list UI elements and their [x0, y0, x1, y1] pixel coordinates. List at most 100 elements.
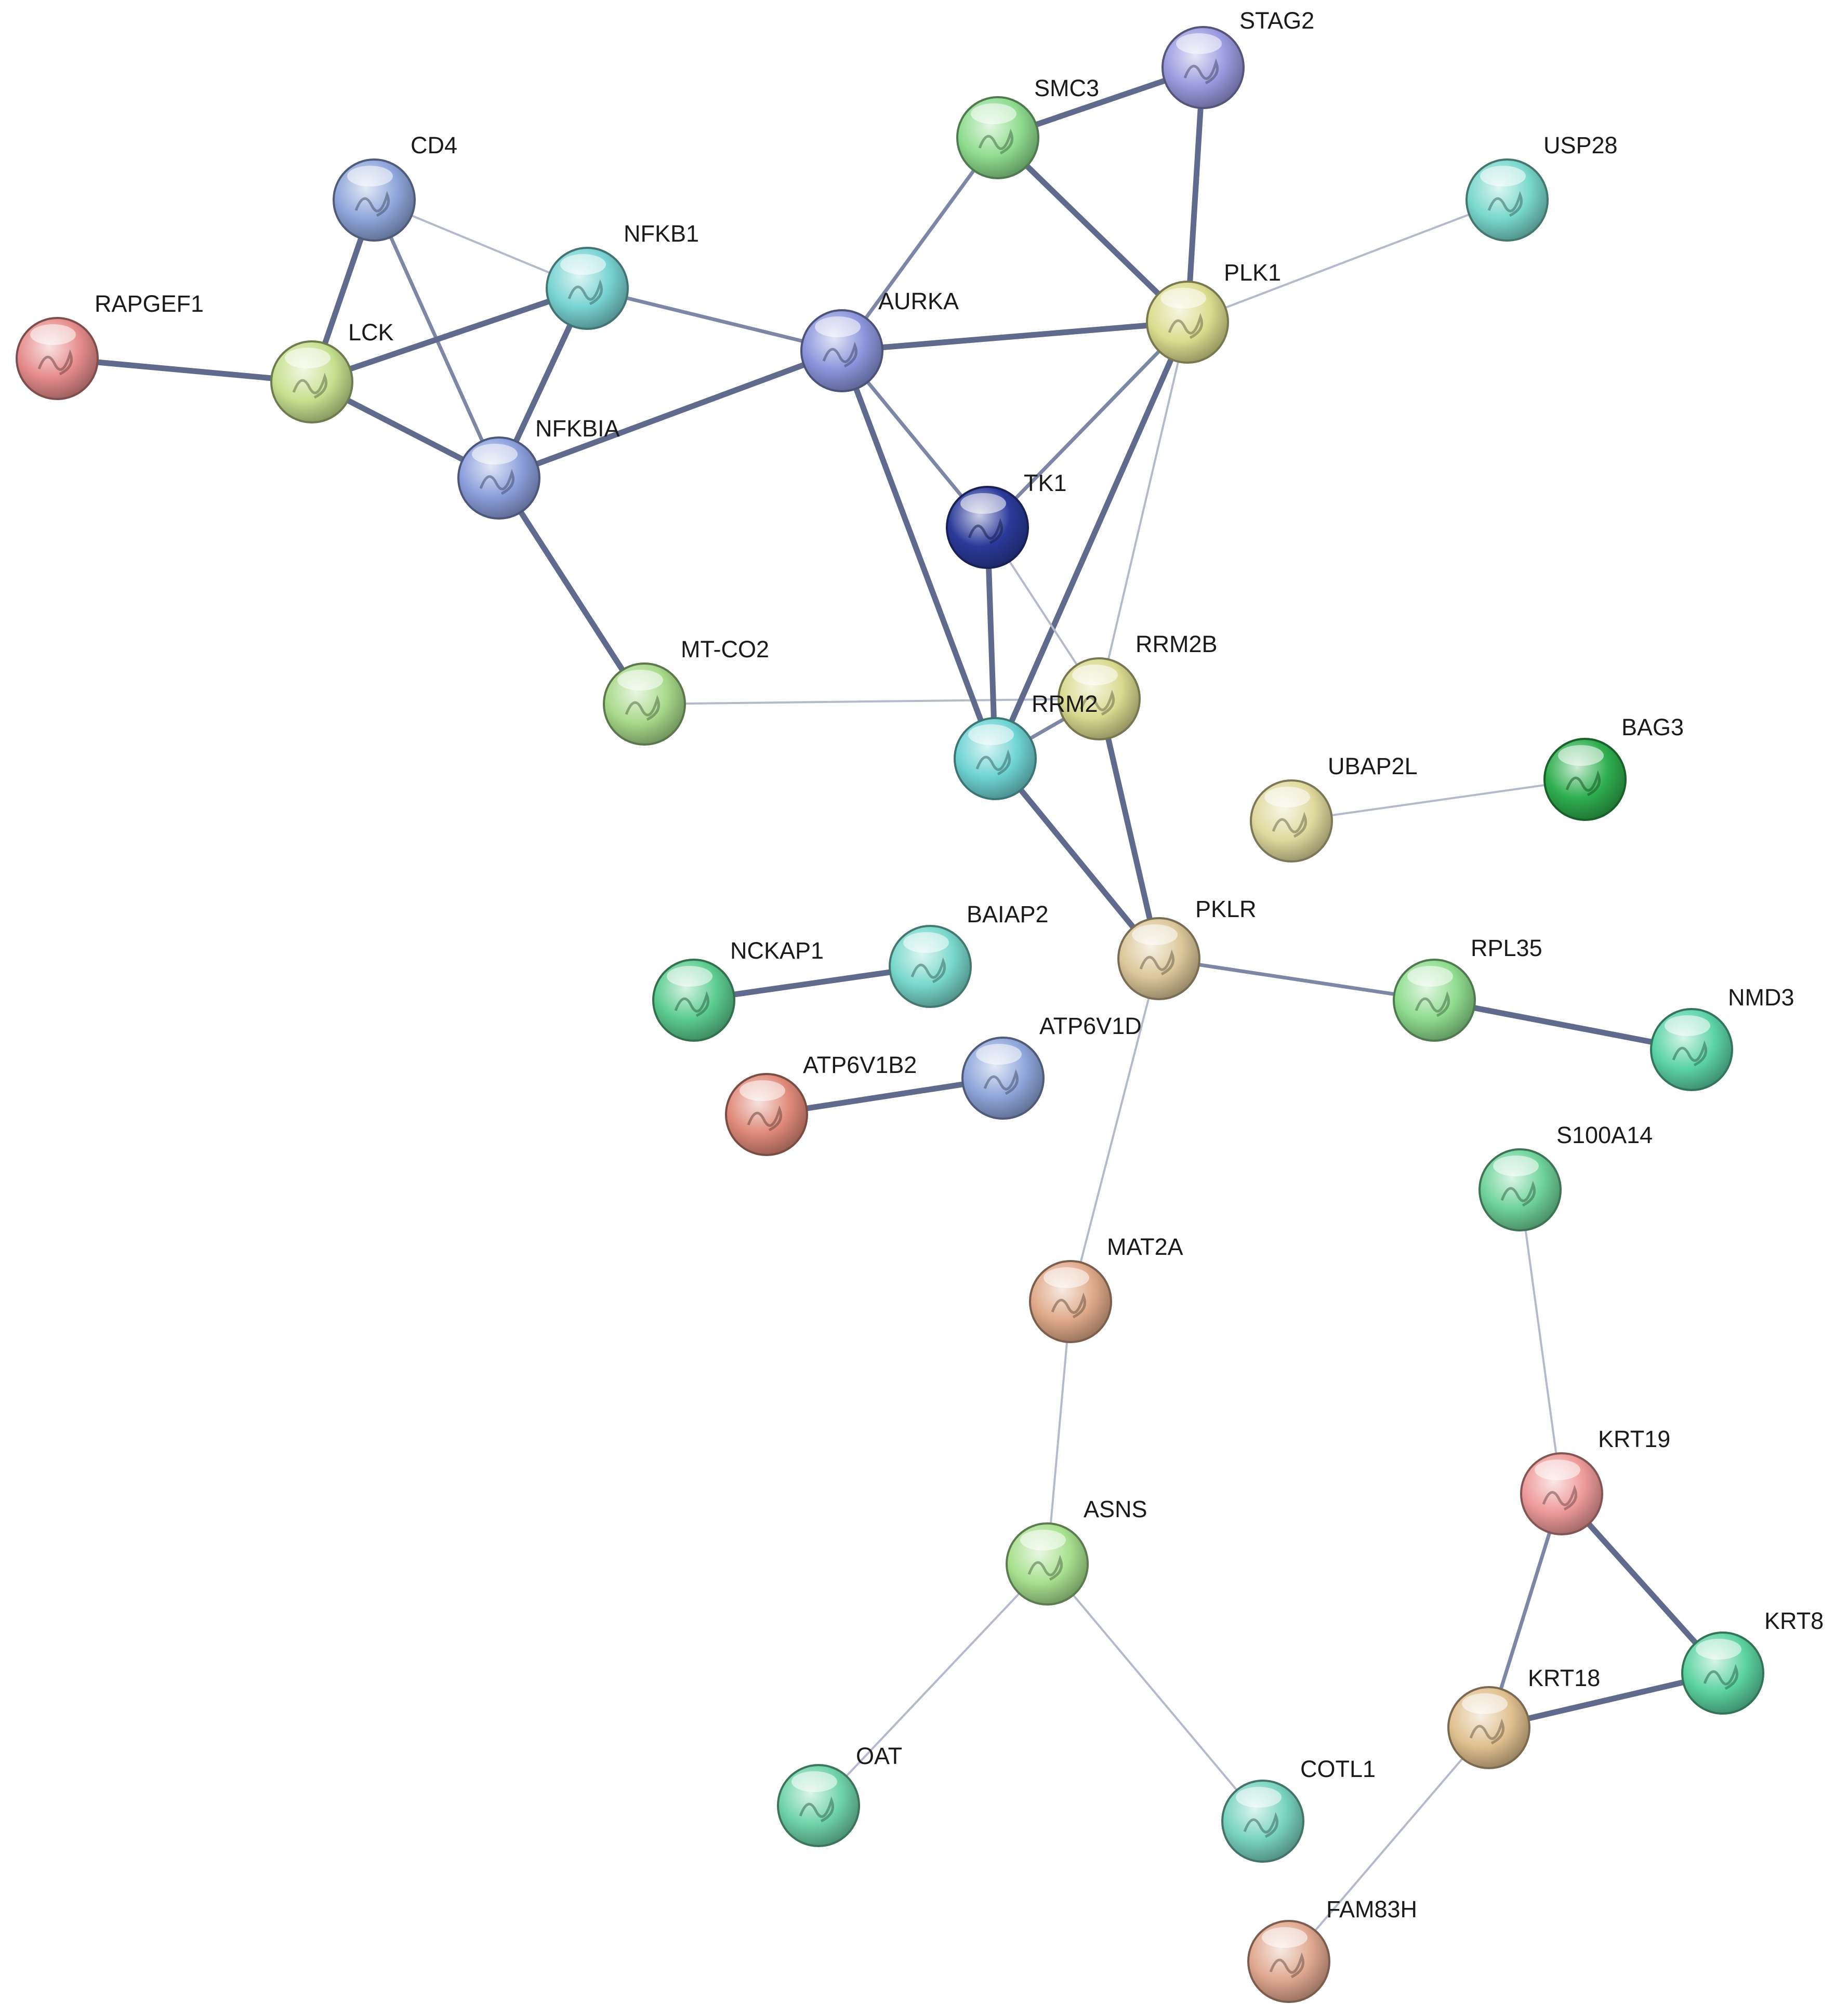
sphere-highlight: [976, 1044, 1022, 1065]
edge-pklr-mat2a[interactable]: [1070, 958, 1160, 1303]
protein-structure-icon: [479, 469, 514, 495]
node-nckap1[interactable]: NCKAP1: [652, 937, 824, 1042]
node-fam83h[interactable]: FAM83H: [1247, 1896, 1417, 2003]
node-atp6v1d[interactable]: ATP6V1D: [961, 1013, 1142, 1120]
edge-plk1-rrm2b[interactable]: [1098, 321, 1189, 700]
protein-structure-icon: [968, 518, 1003, 545]
edge-rapgef1-lck[interactable]: [54, 355, 315, 385]
node-label: RRM2: [1032, 691, 1098, 717]
node-krt8[interactable]: KRT8: [1681, 1608, 1824, 1715]
node-nmd3[interactable]: NMD3: [1650, 984, 1794, 1091]
sphere-highlight: [1132, 924, 1178, 945]
sphere-highlight: [30, 324, 76, 345]
protein-structure-icon: [1243, 1812, 1278, 1838]
edge-rpl35-nmd3[interactable]: [1431, 997, 1695, 1053]
node-rpl35[interactable]: RPL35: [1393, 935, 1542, 1042]
edge-ubap2l-bag3[interactable]: [1290, 778, 1586, 822]
edge-rrm2-pklr[interactable]: [992, 755, 1162, 962]
node-smc3[interactable]: SMC3: [956, 75, 1099, 179]
node-s100a14[interactable]: S100A14: [1478, 1122, 1653, 1231]
protein-structure-icon: [1500, 1181, 1536, 1207]
node-bag3[interactable]: BAG3: [1543, 714, 1684, 821]
node-label: RRM2B: [1136, 631, 1218, 657]
sphere-highlight: [617, 670, 663, 691]
edge-nfkb1-aurka[interactable]: [585, 286, 844, 353]
node-krt19[interactable]: KRT19: [1520, 1426, 1670, 1535]
sphere-highlight: [1264, 787, 1310, 807]
node-label: TK1: [1024, 470, 1067, 496]
node-krt18[interactable]: KRT18: [1447, 1665, 1600, 1769]
protein-structure-icon: [1269, 1952, 1304, 1979]
node-atp6v1b2[interactable]: ATP6V1B2: [725, 1052, 917, 1156]
sphere-highlight: [1072, 665, 1118, 685]
node-ubap2l[interactable]: UBAP2L: [1250, 753, 1418, 863]
edge-s100a14-krt19[interactable]: [1519, 1189, 1563, 1495]
edge-asns-oat[interactable]: [817, 1563, 1048, 1807]
protein-structure-icon: [1542, 1484, 1577, 1511]
node-label: OAT: [856, 1743, 902, 1769]
edge-plk1-tk1[interactable]: [985, 320, 1190, 529]
node-label: LCK: [348, 319, 394, 346]
node-rrm2b[interactable]: RRM2B: [1058, 631, 1218, 740]
edge-stag2-plk1[interactable]: [1184, 64, 1206, 325]
node-cd4[interactable]: CD4: [333, 132, 457, 242]
sphere-highlight: [1407, 966, 1453, 987]
sphere-highlight: [347, 166, 393, 187]
node-label: KRT19: [1598, 1426, 1670, 1452]
node-nfkbia[interactable]: NFKBIA: [457, 415, 620, 520]
node-label: ASNS: [1084, 1496, 1147, 1522]
node-label: NFKBIA: [535, 415, 620, 442]
node-asns[interactable]: ASNS: [1006, 1496, 1147, 1606]
node-stag2[interactable]: STAG2: [1161, 7, 1314, 109]
node-label: S100A14: [1556, 1122, 1653, 1148]
node-label: ATP6V1B2: [803, 1052, 917, 1078]
edge-aurka-plk1[interactable]: [839, 319, 1191, 354]
node-tk1[interactable]: TK1: [946, 470, 1067, 569]
edge-nfkbia-aurka[interactable]: [496, 348, 845, 481]
sphere-highlight: [815, 316, 861, 337]
node-pklr[interactable]: PKLR: [1117, 896, 1257, 1000]
edge-smc3-plk1[interactable]: [995, 135, 1191, 325]
node-baiap2[interactable]: BAIAP2: [889, 901, 1049, 1008]
sphere-highlight: [960, 493, 1006, 514]
sphere-highlight: [667, 966, 712, 987]
protein-structure-icon: [1703, 1664, 1738, 1690]
edge-pklr-rpl35[interactable]: [1157, 957, 1436, 1002]
sphere-highlight: [285, 348, 331, 368]
node-usp28[interactable]: USP28: [1466, 132, 1618, 242]
edge-rrm2b-pklr[interactable]: [1096, 696, 1162, 962]
edge-mat2a-asns[interactable]: [1046, 1301, 1072, 1565]
node-nfkb1[interactable]: NFKB1: [546, 220, 699, 330]
edge-aurka-rrm2[interactable]: [839, 348, 998, 762]
edge-aurka-smc3[interactable]: [840, 136, 1000, 353]
edge-plk1-rrm2[interactable]: [992, 319, 1191, 762]
node-mat2a[interactable]: MAT2A: [1029, 1234, 1183, 1343]
node-mt-co2[interactable]: MT-CO2: [603, 636, 769, 746]
protein-structure-icon: [747, 1105, 782, 1132]
protein-structure-icon: [975, 749, 1011, 776]
node-label: NCKAP1: [730, 937, 824, 964]
node-label: PKLR: [1195, 896, 1257, 922]
node-label: MT-CO2: [681, 636, 769, 662]
node-label: COTL1: [1300, 1756, 1376, 1782]
node-cotl1[interactable]: COTL1: [1221, 1756, 1376, 1863]
edge-lck-nfkb1[interactable]: [309, 285, 590, 385]
edge-asns-cotl1[interactable]: [1046, 1563, 1264, 1822]
node-aurka[interactable]: AURKA: [800, 288, 959, 392]
sphere-highlight: [903, 932, 949, 953]
node-plk1[interactable]: PLK1: [1146, 259, 1281, 364]
sphere-highlight: [971, 103, 1016, 124]
node-label: RPL35: [1471, 935, 1542, 961]
edge-nfkbia-mt-co2[interactable]: [496, 475, 648, 707]
sphere-highlight: [1696, 1639, 1741, 1660]
node-lck[interactable]: LCK: [270, 319, 394, 423]
node-rapgef1[interactable]: RAPGEF1: [16, 290, 204, 400]
node-rrm2[interactable]: RRM2: [954, 691, 1098, 800]
edge-usp28-plk1[interactable]: [1186, 199, 1508, 323]
sphere-highlight: [1160, 288, 1206, 309]
node-oat[interactable]: OAT: [777, 1743, 902, 1847]
edge-krt18-fam83h[interactable]: [1288, 1727, 1490, 1962]
protein-structure-icon: [1139, 949, 1174, 976]
edge-mt-co2-rrm2b[interactable]: [643, 698, 1100, 705]
protein-structure-icon: [37, 349, 73, 376]
